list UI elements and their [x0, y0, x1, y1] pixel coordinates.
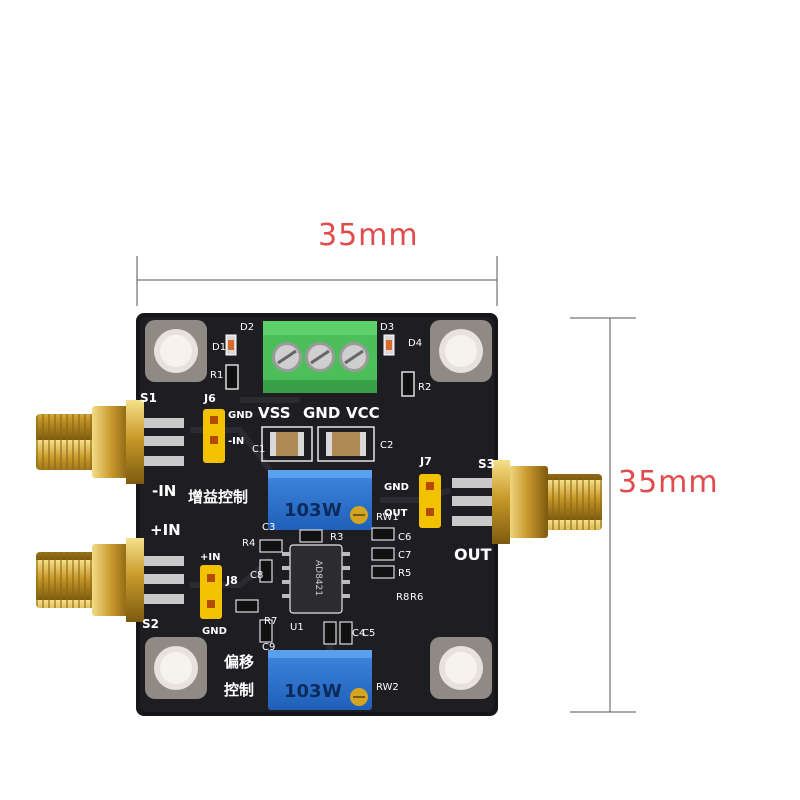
label-u1: U1: [290, 622, 304, 633]
label-j8-gnd: GND: [202, 626, 227, 637]
label-c1: C1: [252, 444, 265, 455]
label-vcc: VCC: [346, 404, 380, 422]
power-terminal-block: [263, 321, 377, 393]
label-s1: S1: [140, 391, 157, 405]
capacitor-c2: [317, 426, 375, 462]
label-rw2: RW2: [376, 682, 399, 693]
resistor-r5: [371, 565, 395, 579]
height-dimension-line: [570, 317, 636, 713]
capacitor-c5: [339, 621, 353, 645]
label-minus-in: -IN: [152, 482, 176, 500]
label-s2: S2: [142, 617, 159, 631]
label-c5: C5: [362, 628, 375, 639]
mounting-hole-bottom-left: [145, 637, 207, 699]
label-gnd: GND: [303, 404, 340, 422]
label-r3: R3: [330, 532, 343, 543]
label-offset-line1: 偏移: [224, 653, 254, 671]
terminal-screw-3: [339, 342, 369, 372]
potentiometer-rw1[interactable]: [268, 470, 372, 530]
capacitor-c8: [259, 559, 273, 583]
mounting-hole-bottom-right: [430, 637, 492, 699]
height-dimension-label: 35mm: [618, 465, 719, 500]
width-dimension-line: [136, 256, 498, 306]
label-vss: VSS: [258, 404, 291, 422]
label-j6-gnd: GND: [228, 410, 253, 421]
label-d1: D1: [212, 342, 226, 353]
terminal-screw-1: [272, 342, 302, 372]
resistor-r1: [225, 364, 239, 390]
resistor-r3: [299, 529, 323, 543]
capacitor-c6: [371, 527, 395, 541]
label-r7: R7: [264, 616, 277, 627]
width-dimension-label: 35mm: [318, 218, 419, 253]
label-r2: R2: [418, 382, 431, 393]
capacitor-c4: [323, 621, 337, 645]
label-r6: R6: [410, 592, 423, 603]
resistor-r2: [401, 371, 415, 397]
label-plus-in: +IN: [150, 521, 181, 539]
rw2-value: 103: [284, 681, 322, 702]
label-r1: R1: [210, 370, 223, 381]
terminal-screw-2: [305, 342, 335, 372]
label-out: OUT: [454, 545, 492, 564]
capacitor-c7: [371, 547, 395, 561]
ic-marking: AD8421: [313, 560, 323, 596]
label-j7-out: OUT: [384, 508, 408, 519]
label-r8: R8: [396, 592, 409, 603]
label-c7: C7: [398, 550, 411, 561]
rw2-mark: W: [322, 681, 342, 702]
label-r4: R4: [242, 538, 255, 549]
resistor-r4: [259, 539, 283, 553]
sma-connector-s3[interactable]: [452, 460, 602, 544]
label-c9: C9: [262, 642, 275, 653]
label-c3: C3: [262, 522, 275, 533]
label-j8-in: +IN: [200, 552, 220, 563]
label-j6: J6: [203, 392, 216, 405]
label-j7: J7: [419, 455, 432, 468]
sma-connector-s2[interactable]: [36, 538, 184, 622]
label-c8: C8: [250, 570, 263, 581]
mounting-hole-top-left: [145, 320, 207, 382]
label-gain-control: 增益控制: [188, 488, 248, 506]
label-c4: C4: [352, 628, 365, 639]
label-rw1: RW1: [376, 512, 399, 523]
label-d3: D3: [380, 322, 394, 333]
rw1-value: 103: [284, 500, 322, 521]
resistor-r7: [235, 599, 259, 613]
label-offset-line2: 控制: [224, 681, 254, 699]
label-s3: S3: [478, 457, 495, 471]
capacitor-c1: [261, 426, 313, 462]
rw1-mark: W: [322, 500, 342, 521]
sma-connector-s1[interactable]: [36, 400, 184, 484]
label-c2: C2: [380, 440, 393, 451]
label-c6: C6: [398, 532, 411, 543]
label-j7-gnd: GND: [384, 482, 409, 493]
label-d4: D4: [408, 338, 422, 349]
capacitor-c9: [259, 619, 273, 643]
jumper-j8[interactable]: [200, 565, 222, 619]
ic-u1: [282, 544, 350, 614]
potentiometer-rw2[interactable]: [268, 650, 372, 710]
jumper-j6[interactable]: [203, 409, 225, 463]
label-r5: R5: [398, 568, 411, 579]
mounting-hole-top-right: [430, 320, 492, 382]
label-d2: D2: [240, 322, 254, 333]
label-j6-in: -IN: [228, 436, 244, 447]
jumper-j7[interactable]: [419, 474, 441, 528]
label-j8: J8: [225, 574, 238, 587]
